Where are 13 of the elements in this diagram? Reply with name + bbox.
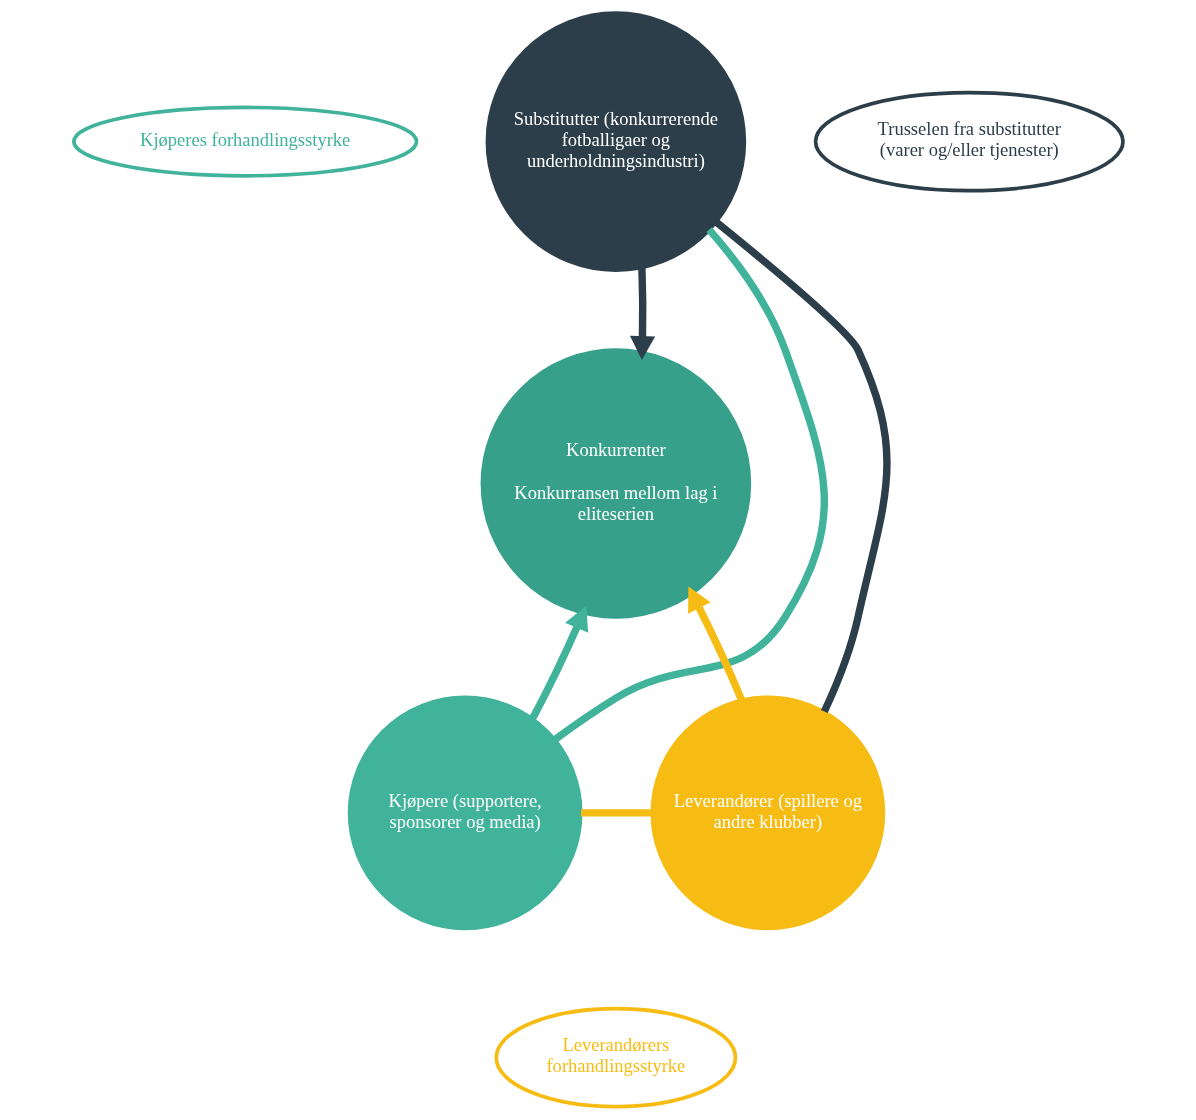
node-ellipse: Leverandørers forhandlingsstyrke xyxy=(494,1006,737,1109)
connector xyxy=(713,219,891,714)
arrow xyxy=(687,586,745,702)
node-ellipse: Kjøperes forhandlingsstyrke xyxy=(71,105,418,178)
node-circle: Konkurrenter Konkurransen mellom lag i eliteserien xyxy=(480,348,751,619)
arrow xyxy=(528,605,588,721)
node-ellipse: Trusselen fra substitutter (varer og/eller tjenester) xyxy=(813,90,1125,193)
node-circle: Kjøpere (supportere, sponsorer og media) xyxy=(347,695,583,931)
node-circle: Leverandører (spillere og andre klubber) xyxy=(650,695,885,931)
connector xyxy=(580,809,652,817)
node-circle: Substitutter (konkurrerende fotballigaer og underholdningsindustri) xyxy=(485,11,746,272)
connector xyxy=(552,227,828,743)
arrow xyxy=(629,267,655,361)
